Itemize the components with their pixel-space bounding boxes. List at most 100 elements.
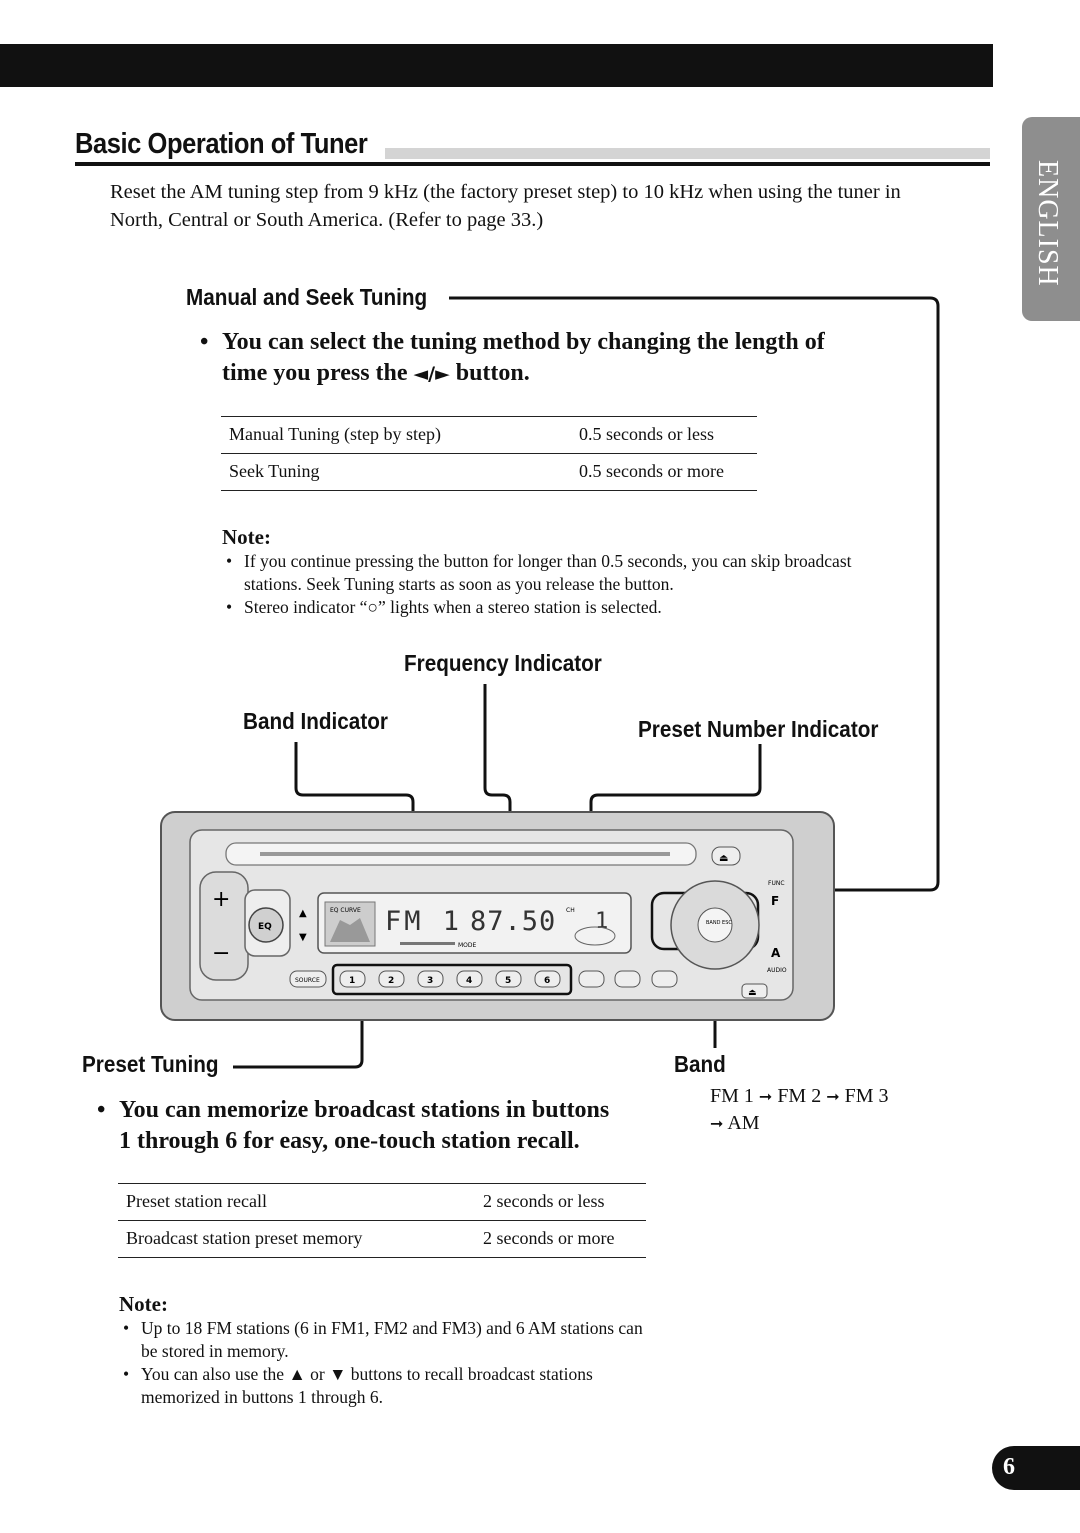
title-underline [75, 162, 990, 166]
band-item: FM 1 [710, 1085, 754, 1107]
down-arrow-icon: ▼ [299, 932, 307, 943]
stereo-indicator-icon [574, 926, 616, 946]
band-esc-label: BAND ESC [706, 920, 732, 926]
lcd-preset-number: 1 [595, 909, 608, 934]
preset-label: 6 [544, 976, 550, 986]
cd-slot-gap [260, 852, 670, 856]
preset-button-3[interactable] [417, 970, 444, 988]
band-item: FM 2 [777, 1085, 822, 1107]
detach-button[interactable] [741, 983, 768, 999]
preset-button-2[interactable] [378, 970, 405, 988]
preset-time-table: Preset station recall 2 seconds or less … [118, 1183, 646, 1258]
preset-buttons: 1 2 3 4 5 6 [339, 970, 561, 988]
eject-button[interactable] [711, 846, 741, 866]
detach-icon: ⏏ [748, 988, 757, 998]
preset-button-5[interactable] [495, 970, 522, 988]
eq-button-label: EQ [258, 922, 272, 932]
note-heading: Note: [119, 1292, 168, 1316]
lcd-band: FM 1 [385, 906, 462, 937]
band-heading: Band [674, 1051, 726, 1077]
preset-button-1[interactable] [339, 970, 366, 988]
frequency-indicator-label: Frequency Indicator [404, 650, 602, 676]
table-cell: Broadcast station preset memory [118, 1220, 475, 1258]
page-number-tab: 6 [992, 1446, 1080, 1490]
preset-label: 4 [466, 976, 472, 986]
preset-button-4[interactable] [456, 970, 483, 988]
aux-button-3[interactable] [651, 970, 678, 988]
eq-curve-graph [330, 918, 370, 942]
band-indicator-label: Band Indicator [243, 708, 388, 734]
preset-label: 2 [388, 976, 394, 986]
lcd-frequency: 87.50 [470, 906, 556, 937]
note-item: If you continue pressing the button for … [222, 550, 902, 596]
eq-curve-label: EQ CURVE [330, 907, 361, 914]
header-bar [0, 44, 993, 87]
lcd-mode-label: MODE [458, 942, 477, 949]
manual-seek-bullet-line2a: time you press the [222, 360, 414, 386]
preset-label: 5 [505, 976, 511, 986]
preset-button-6[interactable] [534, 970, 561, 988]
preset-bullet-line1: You can memorize broadcast stations in b… [119, 1097, 610, 1123]
title-underline-shade [385, 148, 990, 159]
f-label: F [771, 894, 779, 908]
source-button[interactable] [289, 970, 327, 988]
table-cell: 0.5 seconds or less [571, 416, 757, 454]
section-title: Basic Operation of Tuner [75, 128, 368, 160]
band-esc-button[interactable] [697, 907, 733, 943]
preset-bullet-line2: 1 through 6 for easy, one-touch station … [119, 1128, 580, 1154]
page-number: 6 [1003, 1454, 1015, 1480]
bullet-dot: • [200, 329, 209, 355]
manual-seek-bullet-line1: You can select the tuning method by chan… [222, 329, 825, 355]
lcd-ch-label: CH [566, 907, 575, 914]
source-button-label: SOURCE [295, 977, 320, 984]
left-right-arrow-icon: ◄/► [413, 363, 450, 385]
table-cell: Seek Tuning [221, 453, 571, 491]
func-label: FUNC [768, 880, 785, 887]
arrow-icon: ➞ [758, 1087, 773, 1106]
volume-down-icon: − [212, 941, 230, 966]
preset-tuning-heading: Preset Tuning [82, 1051, 219, 1077]
note-item: Stereo indicator “○” lights when a stere… [222, 596, 902, 619]
manual-seek-bullet: • You can select the tuning method by ch… [200, 327, 900, 390]
band-sequence: FM 1 ➞ FM 2 ➞ FM 3 ➞ AM [710, 1083, 889, 1137]
band-item: FM 3 [844, 1085, 889, 1107]
aux-button-1[interactable] [578, 970, 605, 988]
arrow-icon: ➞ [710, 1114, 724, 1133]
table-row: Preset station recall 2 seconds or less [118, 1183, 646, 1221]
eq-knob[interactable] [248, 907, 284, 943]
tuning-time-table: Manual Tuning (step by step) 0.5 seconds… [221, 416, 757, 491]
note-item: You can also use the ▲ or ▼ buttons to r… [119, 1363, 649, 1409]
arrow-icon: ➞ [826, 1087, 840, 1106]
manual-seek-notes: If you continue pressing the button for … [222, 550, 902, 619]
preset-buttons-group [331, 963, 573, 996]
aux-button-2[interactable] [614, 970, 641, 988]
preset-label: 3 [427, 976, 433, 986]
manual-seek-bullet-line2b: button. [449, 360, 530, 386]
table-cell: 0.5 seconds or more [571, 453, 757, 491]
language-tab-label: ENGLISH [1032, 160, 1063, 287]
a-label: A [771, 946, 781, 960]
preset-notes: Up to 18 FM stations (6 in FM1, FM2 and … [119, 1317, 649, 1409]
callout-lines [233, 296, 940, 1069]
audio-label: AUDIO [767, 967, 787, 974]
language-tab[interactable] [1022, 117, 1080, 321]
volume-up-icon: + [212, 887, 230, 912]
lcd-display [317, 892, 632, 954]
bullet-dot: • [97, 1097, 106, 1123]
note-heading: Note: [222, 525, 271, 549]
up-arrow-icon: ▲ [299, 908, 307, 919]
table-cell: Preset station recall [118, 1183, 475, 1221]
band-item: AM [727, 1112, 760, 1134]
preset-number-indicator-label: Preset Number Indicator [638, 716, 879, 742]
table-row: Seek Tuning 0.5 seconds or more [221, 453, 757, 491]
eject-icon: ⏏ [719, 853, 728, 864]
table-row: Broadcast station preset memory 2 second… [118, 1220, 646, 1258]
preset-label: 1 [349, 976, 355, 986]
table-cell: 2 seconds or less [475, 1183, 646, 1221]
intro-paragraph: Reset the AM tuning step from 9 kHz (the… [110, 181, 901, 231]
table-cell: 2 seconds or more [475, 1220, 646, 1258]
preset-bullet: • You can memorize broadcast stations in… [97, 1095, 657, 1157]
lcd-level-bar [400, 942, 455, 945]
note-item: Up to 18 FM stations (6 in FM1, FM2 and … [119, 1317, 649, 1363]
